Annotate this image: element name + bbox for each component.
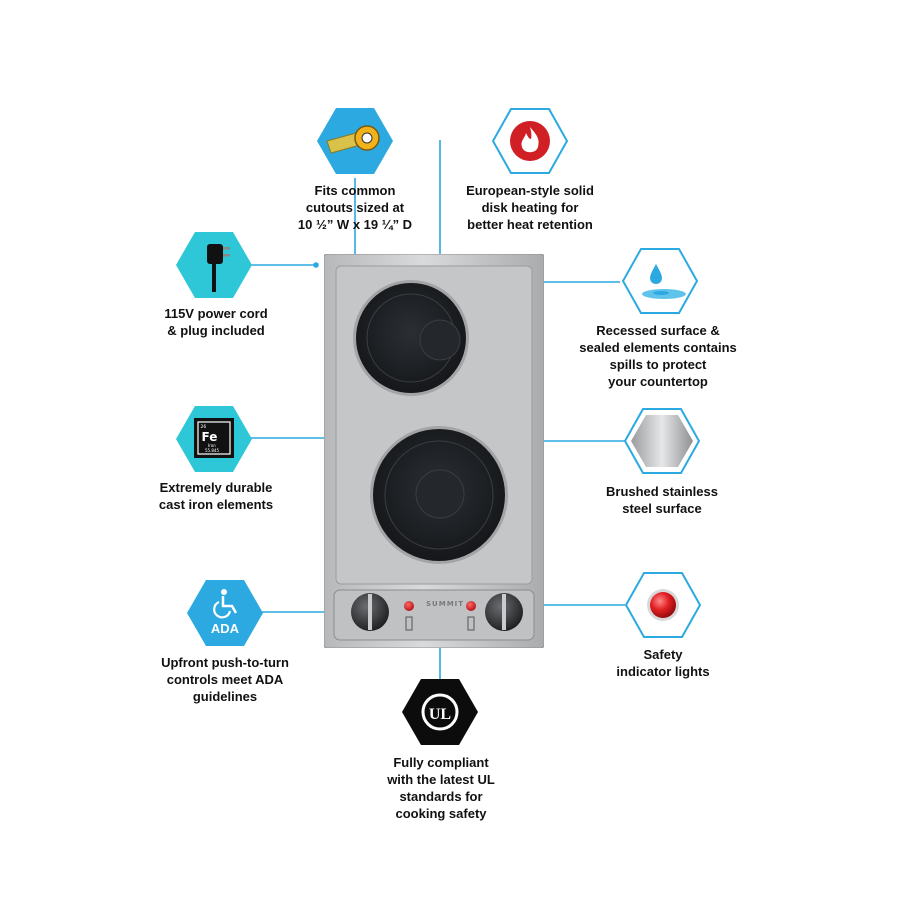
indicator-right — [466, 601, 476, 611]
cutout-hex — [317, 108, 393, 174]
ul-label: UL — [429, 706, 451, 723]
power-caption: 115V power cord & plug included — [164, 306, 268, 338]
iron-tile-symbol: Fe — [202, 430, 218, 444]
iron-caption: Extremely durable cast iron elements — [158, 480, 274, 512]
cooktop-image — [323, 253, 545, 649]
cutout-caption: Fits common cutouts sized at 10 ½” W x 1… — [297, 183, 413, 232]
wheelchair-icon: ADA — [187, 580, 263, 646]
iron-tile-mass: 55.845 — [205, 448, 219, 453]
ul-hex: UL — [402, 679, 478, 745]
heating-hex — [492, 108, 568, 174]
flame-icon — [492, 108, 568, 174]
heating-caption: European-style solid disk heating for be… — [466, 183, 594, 232]
indicator-light-icon — [625, 572, 701, 638]
burner-top — [356, 283, 466, 393]
recessed-caption: Recessed surface & sealed elements conta… — [579, 323, 737, 389]
tape-measure-icon — [317, 108, 393, 174]
iron-hex: 26 Fe Iron 55.845 — [176, 406, 252, 472]
power-hex — [176, 232, 252, 298]
brand-logo: SUMMIT — [426, 600, 465, 608]
iron-tile-number: 26 — [201, 424, 207, 430]
lights-hex — [625, 572, 701, 638]
lights-caption: Safety indicator lights — [616, 647, 710, 679]
brushed-steel-icon — [624, 408, 700, 474]
ada-caption: Upfront push-to-turn controls meet ADA g… — [161, 655, 289, 704]
ul-logo-icon: UL — [402, 679, 478, 745]
ada-label: ADA — [211, 621, 240, 636]
water-drop-icon — [622, 248, 698, 314]
ada-hex: ADA — [187, 580, 263, 646]
iron-element-icon: 26 Fe Iron 55.845 — [176, 406, 252, 472]
steel-hex — [624, 408, 700, 474]
ul-caption: Fully compliant with the latest UL stand… — [387, 755, 495, 821]
indicator-left — [404, 601, 414, 611]
steel-caption: Brushed stainless steel surface — [606, 484, 718, 516]
power-plug-icon — [176, 232, 252, 298]
recessed-hex — [622, 248, 698, 314]
iron-tile-name: Iron — [208, 443, 216, 448]
